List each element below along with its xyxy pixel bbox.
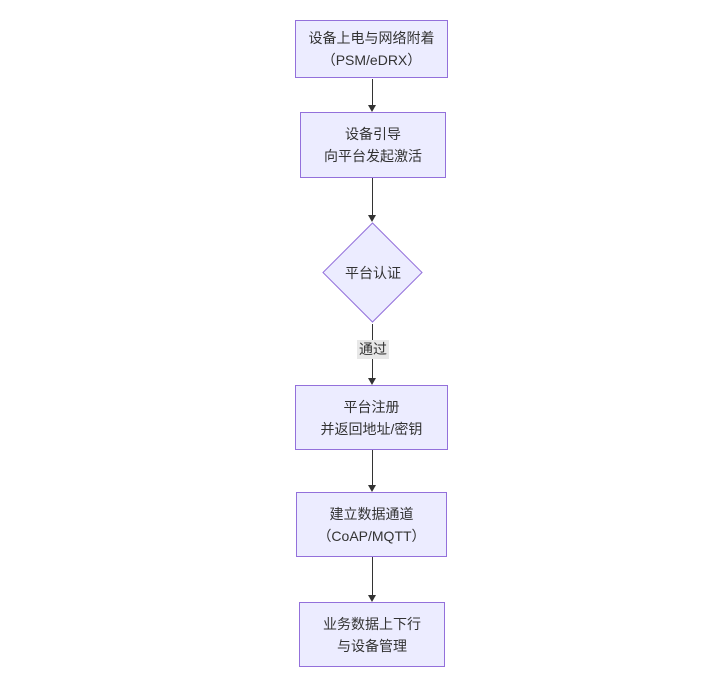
arrowhead-icon — [368, 485, 376, 492]
arrowhead-icon — [368, 215, 376, 222]
flow-connector-5 — [372, 557, 373, 595]
node-text-line: （PSM/eDRX） — [321, 52, 422, 68]
flow-connector-4 — [372, 450, 373, 485]
edge-label-pass: 通过 — [357, 340, 389, 359]
node-business-data: 业务数据上下行 与设备管理 — [299, 602, 445, 667]
node-device-power-attach: 设备上电与网络附着 （PSM/eDRX） — [295, 20, 448, 78]
node-data-channel: 建立数据通道 （CoAP/MQTT） — [296, 492, 447, 557]
node-text-line: （CoAP/MQTT） — [317, 527, 426, 544]
node-text-line: 设备上电与网络附着 — [308, 30, 435, 46]
node-text-line: 业务数据上下行 — [323, 615, 421, 632]
decision-label: 平台认证 — [345, 265, 401, 281]
flow-connector-1 — [372, 79, 373, 105]
decision-platform-auth: 平台认证 — [322, 222, 424, 324]
arrowhead-icon — [368, 595, 376, 602]
node-text-line: 向平台发起激活 — [324, 148, 422, 164]
node-text-line: 平台注册 — [343, 398, 400, 415]
node-device-bootstrap: 设备引导 向平台发起激活 — [300, 112, 446, 178]
arrowhead-icon — [368, 378, 376, 385]
node-text-line: 设备引导 — [345, 126, 401, 142]
arrowhead-icon — [368, 105, 376, 112]
node-text-line: 与设备管理 — [337, 637, 407, 654]
flow-connector-2 — [372, 178, 373, 215]
node-platform-register: 平台注册 并返回地址/密钥 — [295, 385, 448, 450]
node-text-line: 并返回地址/密钥 — [320, 420, 423, 437]
node-text-line: 建立数据通道 — [329, 505, 414, 522]
